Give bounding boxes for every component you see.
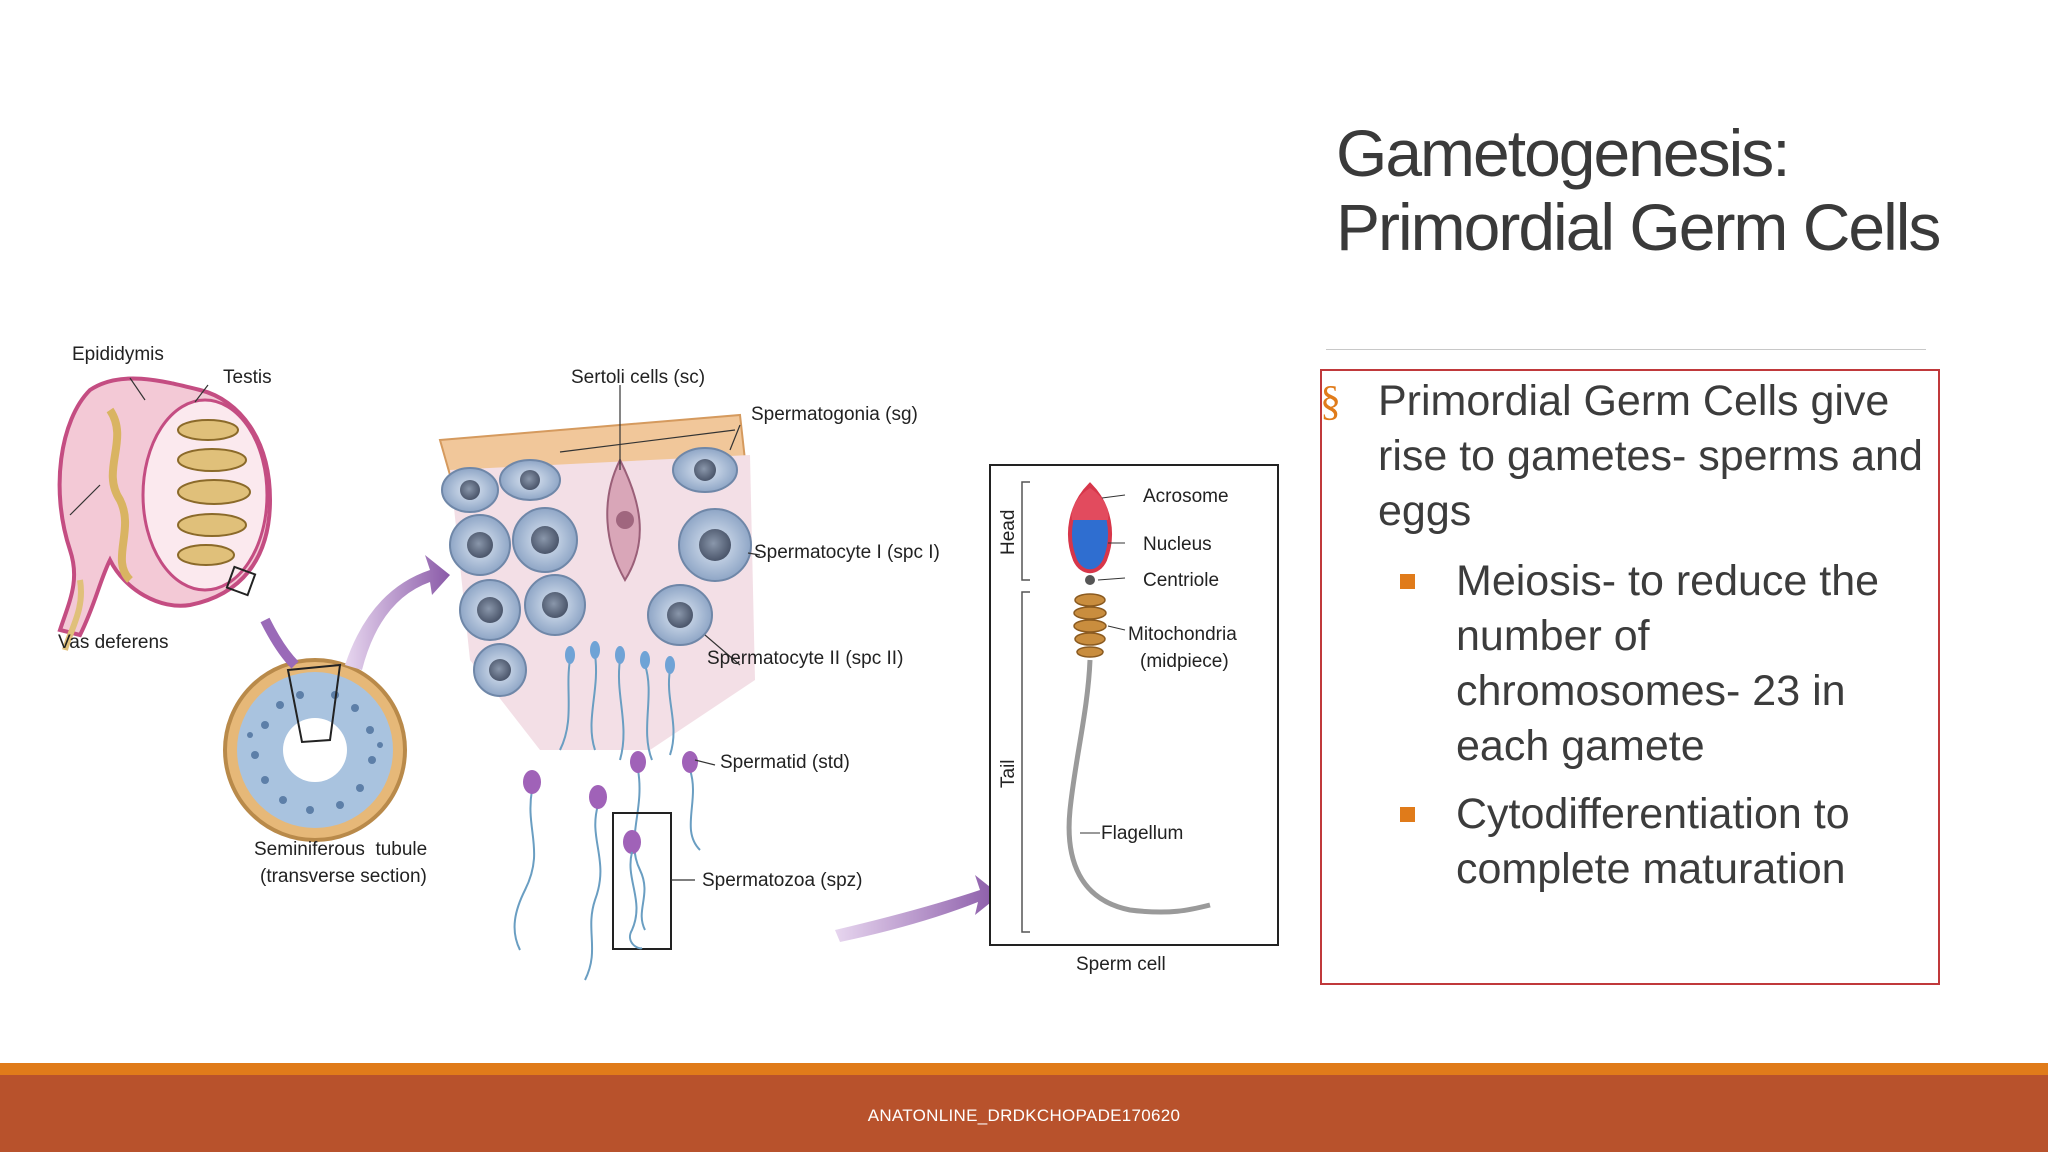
label-head: Head	[998, 510, 1019, 555]
label-spermatocyte-2: Spermatocyte II (spc II)	[707, 648, 903, 669]
square-bullet-icon	[1400, 807, 1415, 822]
sub-bullet-text: Cytodifferentiation to complete maturati…	[1456, 790, 1850, 893]
content-box	[1320, 369, 1940, 985]
sub-bullet-text: Meiosis- to reduce the number of chromos…	[1456, 557, 1880, 770]
label-spermatocyte-1: Spermatocyte I (spc I)	[754, 542, 940, 563]
label-midpiece: (midpiece)	[1140, 651, 1229, 672]
label-mitochondria: Mitochondria	[1128, 624, 1237, 645]
label-acrosome: Acrosome	[1143, 486, 1229, 507]
footer-bar	[0, 1075, 2048, 1152]
label-vas-deferens: Vas deferens	[58, 632, 169, 653]
square-bullet-icon	[1400, 574, 1415, 589]
spermatogenesis-diagram: Epididymis Testis Vas deferens Seminifer…	[57, 344, 1279, 981]
label-flagellum: Flagellum	[1101, 823, 1183, 844]
seminiferous-tubule-section	[223, 658, 407, 842]
label-sertoli-cells: Sertoli cells (sc)	[571, 367, 705, 388]
label-epididymis: Epididymis	[72, 344, 164, 365]
label-nucleus: Nucleus	[1143, 534, 1212, 555]
label-spermatogonia: Spermatogonia (sg)	[751, 404, 918, 425]
label-centriole: Centriole	[1143, 570, 1219, 591]
testis-illustration	[57, 376, 273, 651]
seminiferous-epithelium	[438, 413, 755, 981]
footer-accent-bar	[0, 1063, 2048, 1075]
title-divider	[1326, 349, 1926, 350]
label-transverse-section: (transverse section)	[260, 866, 427, 887]
label-spermatozoa: Spermatozoa (spz)	[702, 870, 863, 891]
bullet-text: Primordial Germ Cells give rise to gamet…	[1378, 377, 1923, 535]
label-spermatid: Spermatid (std)	[720, 752, 850, 773]
footer-text: ANATONLINE_DRDKCHOPADE170620	[867, 1106, 1181, 1125]
label-tail: Tail	[998, 759, 1019, 788]
sperm-cell-diagram	[989, 464, 1279, 946]
label-seminiferous-tubule: Seminiferous tubule	[254, 839, 427, 860]
label-testis: Testis	[223, 367, 272, 388]
slide-title: Gametogenesis: Primordial Germ Cells	[1336, 116, 1941, 264]
label-sperm-cell: Sperm cell	[1076, 954, 1166, 975]
bullet-marker: §	[1320, 379, 1341, 425]
